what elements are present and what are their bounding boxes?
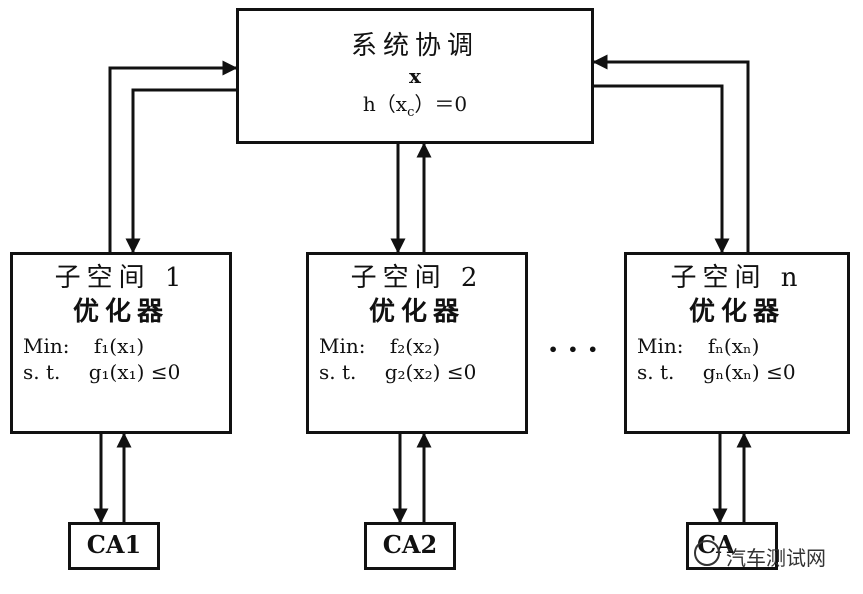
system-coordination-box: 系统协调 x h（xc）＝0 — [236, 8, 594, 144]
arrow-subn-to-system — [592, 54, 750, 252]
subspace-n-objective: Min: fₙ(xₙ) — [637, 334, 760, 358]
system-constraint: h（xc）＝0 — [362, 92, 468, 120]
subspace-2-title: 子空间 2 — [350, 263, 484, 293]
system-title: 系统协调 — [350, 31, 479, 61]
subspace-n-subtitle: 优化器 — [688, 297, 785, 327]
ca-1-box: CA1 — [68, 522, 160, 570]
subspace-1-objective: Min: f₁(x₁) — [23, 334, 145, 358]
subspace-n-title: 子空间 n — [670, 263, 804, 293]
arrow-system-to-subn — [594, 84, 730, 254]
subspace-1-subtitle: 优化器 — [72, 297, 169, 327]
subspace-2-objective: Min: f₂(x₂) — [319, 334, 441, 358]
watermark-logo-icon — [694, 540, 720, 566]
system-variable: x — [409, 64, 421, 88]
subspace-2-subtitle: 优化器 — [368, 297, 465, 327]
arrow-sub1-to-system — [108, 60, 238, 252]
subspace-1-constraint: s. t. g₁(x₁) ≤0 — [23, 360, 181, 384]
watermark-text: 汽车测试网 — [726, 546, 826, 570]
subspace-1-box: 子空间 1 优化器 Min: f₁(x₁) s. t. g₁(x₁) ≤0 — [10, 252, 232, 434]
subspace-n-constraint: s. t. gₙ(xₙ) ≤0 — [637, 360, 796, 384]
subspace-2-box: 子空间 2 优化器 Min: f₂(x₂) s. t. g₂(x₂) ≤0 — [306, 252, 528, 434]
subspace-1-title: 子空间 1 — [54, 263, 188, 293]
subspace-n-box: 子空间 n 优化器 Min: fₙ(xₙ) s. t. gₙ(xₙ) ≤0 — [624, 252, 850, 434]
subspace-2-constraint: s. t. g₂(x₂) ≤0 — [319, 360, 477, 384]
ca-2-box: CA2 — [364, 522, 456, 570]
arrow-system-to-sub1 — [125, 88, 236, 254]
ellipsis: • • • — [548, 340, 600, 359]
